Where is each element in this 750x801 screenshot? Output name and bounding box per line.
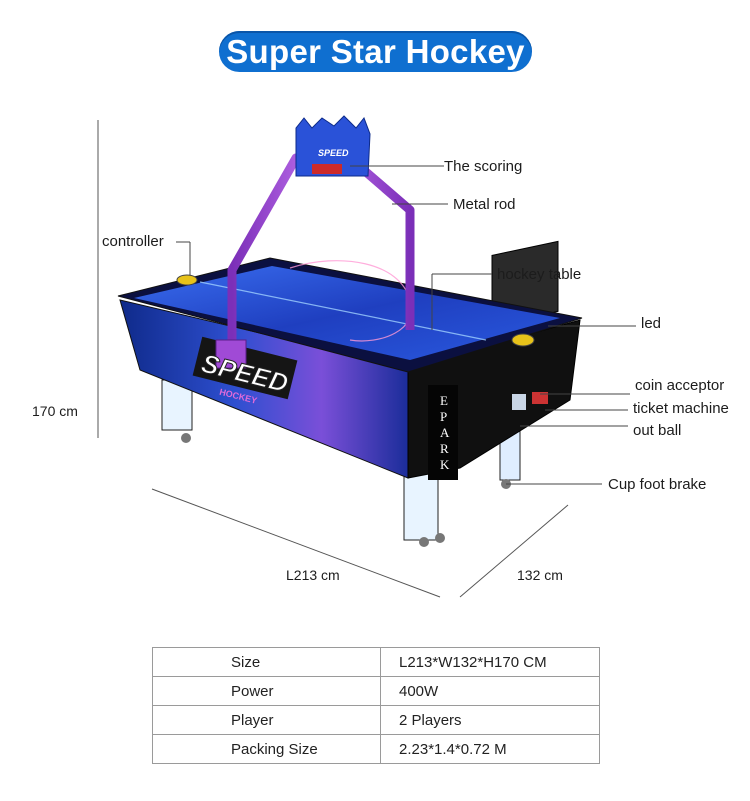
rod-base [215, 339, 247, 369]
spec-value: 2.23*1.4*0.72 M [380, 734, 600, 764]
playing-surface [134, 266, 560, 360]
svg-text:SPEED: SPEED [318, 148, 349, 158]
label-led: led [641, 315, 662, 332]
page-title: Super Star Hockey [226, 32, 525, 70]
spec-key: Player [152, 705, 381, 735]
title-banner: Super Star Hockey [219, 31, 532, 72]
width-dimension-label: 132 cm [517, 567, 563, 583]
table-row: Packing Size 2.23*1.4*0.72 M [152, 734, 600, 764]
epark-strip [428, 385, 458, 480]
table-row: Player 2 Players [152, 705, 600, 735]
scoring-board [295, 115, 371, 177]
spec-key: Size [152, 647, 381, 677]
width-dimension-line [459, 504, 569, 598]
label-controller: controller [102, 233, 164, 250]
spec-key: Power [152, 676, 381, 706]
table-row: Size L213*W132*H170 CM [152, 647, 600, 677]
label-metal-rod: Metal rod [453, 196, 516, 213]
controller-left [176, 274, 198, 286]
label-cup-foot-brake: Cup foot brake [608, 476, 707, 493]
spec-value: 2 Players [380, 705, 600, 735]
spec-key: Packing Size [152, 734, 381, 764]
score-display [312, 164, 342, 174]
spec-value: L213*W132*H170 CM [380, 647, 600, 677]
label-hockey-table: hockey table [497, 266, 582, 283]
table-row: Power 400W [152, 676, 600, 706]
ticket-machine-slot [532, 392, 548, 404]
length-dimension-label: L213 cm [286, 567, 340, 583]
label-ticket-machine: ticket machine [633, 400, 729, 417]
label-scoring: The scoring [444, 158, 523, 175]
label-out-ball: out ball [633, 422, 682, 439]
spec-table: Size L213*W132*H170 CM Power 400W Player… [152, 647, 600, 764]
coin-acceptor-slot [512, 394, 526, 410]
controller-right [511, 333, 535, 347]
callout-lines [176, 165, 636, 485]
spec-value: 400W [380, 676, 600, 706]
label-coin-acceptor: coin acceptor [635, 377, 725, 394]
length-dimension-line [151, 488, 441, 598]
height-dimension-label: 170 cm [32, 403, 78, 419]
